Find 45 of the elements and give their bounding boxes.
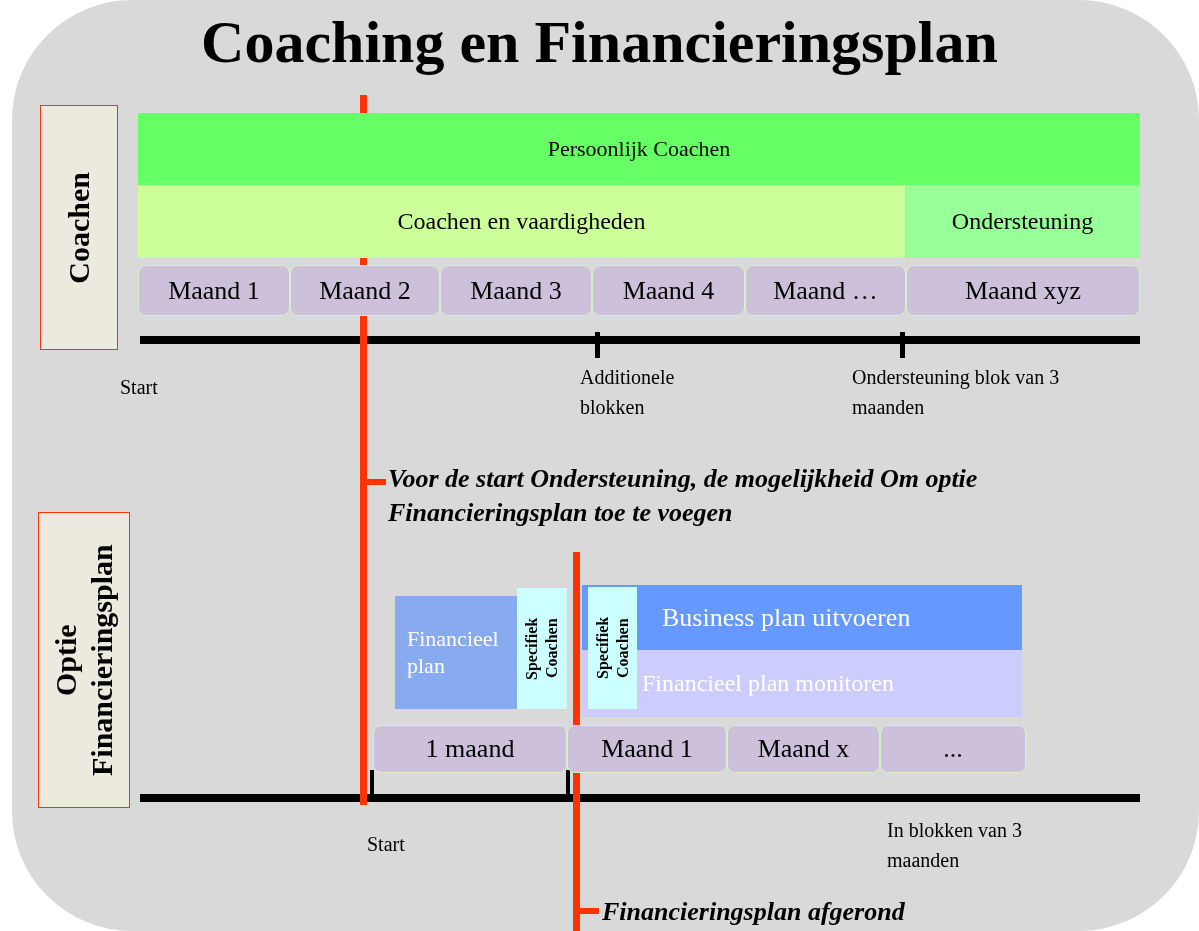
month-block — [440, 265, 592, 316]
block-text: Maand 1 — [601, 733, 693, 765]
block-text: Persoonlijk Coachen — [547, 135, 731, 163]
block-text: Maand … — [773, 274, 878, 307]
annotation-text: Voor de start Ondersteuning, de mogelijkheid Om optie Financieringsplan toe te voegen — [388, 463, 979, 529]
block-text: 1 maand — [425, 733, 515, 765]
month-block — [567, 725, 727, 773]
month-block — [592, 265, 745, 316]
section-label — [38, 512, 130, 808]
coaching-block — [517, 588, 567, 709]
block-text: Specifiek Coachen — [522, 616, 561, 682]
block-text: Maand xyz — [964, 274, 1082, 307]
block-text: ... — [943, 733, 963, 765]
timeline-label: Ondersteuning blok van 3 maanden — [852, 365, 1061, 420]
block-text: Coachen — [61, 171, 96, 284]
block-text: Coachen en vaardigheden — [397, 207, 646, 236]
month-block — [290, 265, 440, 316]
timeline-label: In blokken van 3 maanden — [887, 818, 1023, 873]
phase-bar — [138, 113, 1140, 185]
month-block — [727, 725, 880, 773]
block-text: Maand 3 — [470, 274, 562, 307]
block-text: Maand x — [757, 733, 850, 765]
timeline-label: Start — [120, 375, 159, 400]
month-block — [880, 725, 1026, 773]
block-text: Ondersteuning — [951, 207, 1094, 236]
timeline-label: Additionele blokken — [580, 365, 676, 420]
block-text: Optie Financieringsplan — [48, 543, 119, 778]
block-text: Specifiek Coachen — [592, 615, 632, 682]
month-block — [906, 265, 1140, 316]
block-text: Financieel plan — [407, 626, 500, 679]
month-block — [745, 265, 906, 316]
coaching-block — [588, 587, 637, 709]
phase-block — [395, 596, 517, 709]
section-label — [40, 105, 118, 350]
phase-bar — [905, 185, 1140, 258]
block-text: Business plan uitvoeren — [662, 601, 911, 634]
block-text: Maand 4 — [622, 274, 715, 307]
phase-bar — [138, 185, 905, 258]
month-block — [373, 725, 567, 773]
month-block — [138, 265, 290, 316]
block-text: Maand 1 — [168, 274, 260, 307]
timeline-label: Start — [367, 832, 406, 857]
block-text: Maand 2 — [319, 274, 411, 307]
diagram-title: Coaching en Financieringsplan — [200, 8, 999, 77]
annotation-text: Financieringsplan afgerond — [602, 896, 906, 928]
